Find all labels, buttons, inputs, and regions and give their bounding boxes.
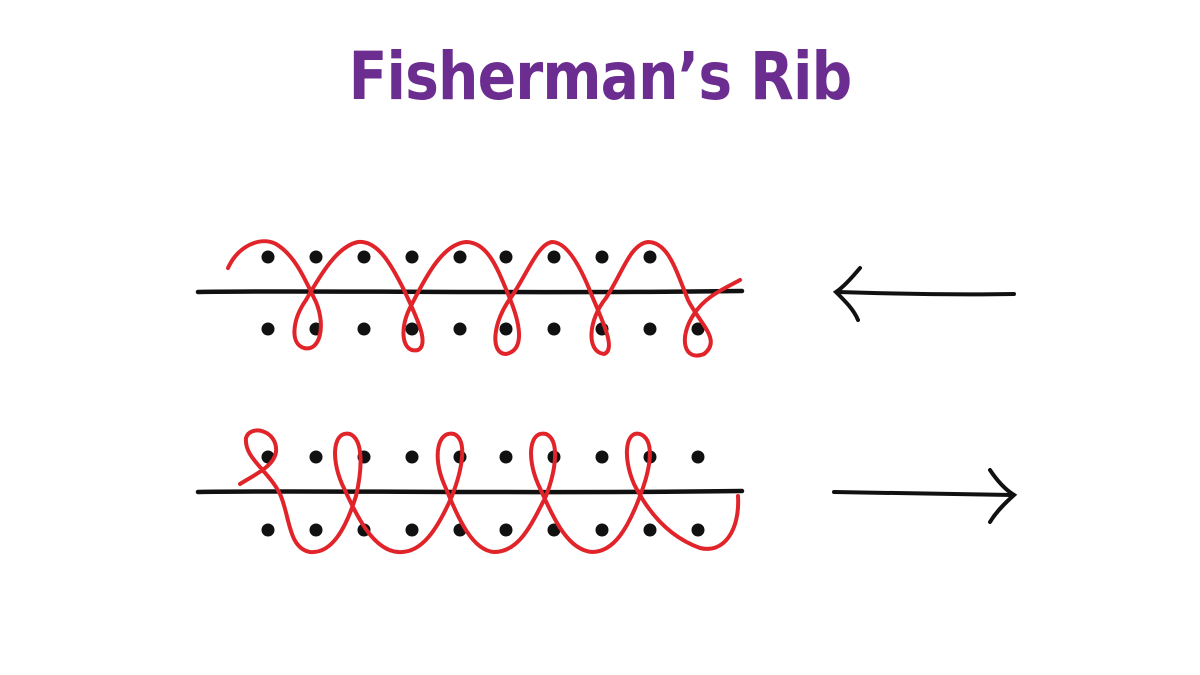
row-2-top-stitch-dot <box>595 450 609 464</box>
row-2-bottom-stitch-dot <box>261 523 275 537</box>
row-1-bottom-stitch-dot <box>405 322 419 336</box>
row-2-top-stitch-dot <box>691 450 705 464</box>
row-1-bottom-stitch-dot <box>357 322 371 336</box>
row-1-bottom-stitch-dot <box>261 322 275 336</box>
row-2-diagram <box>195 428 1018 555</box>
row-1-bottom-stitch-dot <box>691 322 705 336</box>
row-2-yarn-path <box>238 428 741 555</box>
row-1-top-stitch-dot <box>595 250 609 264</box>
row-2-needle-line <box>195 488 745 495</box>
row-2-bottom-stitch-dot <box>643 523 657 537</box>
page-title: Fisherman’s Rib <box>348 38 853 115</box>
row-2-arrow-right-icon <box>832 490 1014 497</box>
row-2-bottom-stitch-dot <box>405 523 419 537</box>
row-1-diagram <box>195 239 1016 358</box>
row-1-top-stitch-dot <box>309 250 323 264</box>
row-1-yarn-path <box>226 239 742 358</box>
row-1-bottom-stitch-dot <box>453 322 467 336</box>
row-1-top-stitch-dot <box>261 250 275 264</box>
row-2-top-stitch-dot <box>309 450 323 464</box>
row-2-arrow-head-icon <box>988 468 1018 524</box>
row-2-bottom-stitch-dot <box>499 523 513 537</box>
row-1-top-stitch-dot <box>499 250 513 264</box>
row-2-bottom-stitch-dot <box>595 523 609 537</box>
row-1-top-stitch-dot <box>405 250 419 264</box>
row-2-bottom-stitch-dot <box>691 523 705 537</box>
row-1-bottom-stitch-dot <box>499 322 513 336</box>
row-1-top-stitch-dot <box>547 250 561 264</box>
row-1-top-stitch-dot <box>643 250 657 264</box>
row-2-top-stitch-dot <box>499 450 513 464</box>
row-1-arrow-head-icon <box>832 266 862 322</box>
row-1-bottom-stitch-dot <box>643 322 657 336</box>
row-1-needle-line <box>195 288 745 295</box>
row-2-bottom-stitch-dot <box>309 523 323 537</box>
row-1-bottom-stitch-dot <box>547 322 561 336</box>
row-1-top-stitch-dot <box>453 250 467 264</box>
row-2-top-stitch-dot <box>405 450 419 464</box>
row-1-arrow-left-icon <box>836 290 1016 297</box>
row-1-top-stitch-dot <box>357 250 371 264</box>
